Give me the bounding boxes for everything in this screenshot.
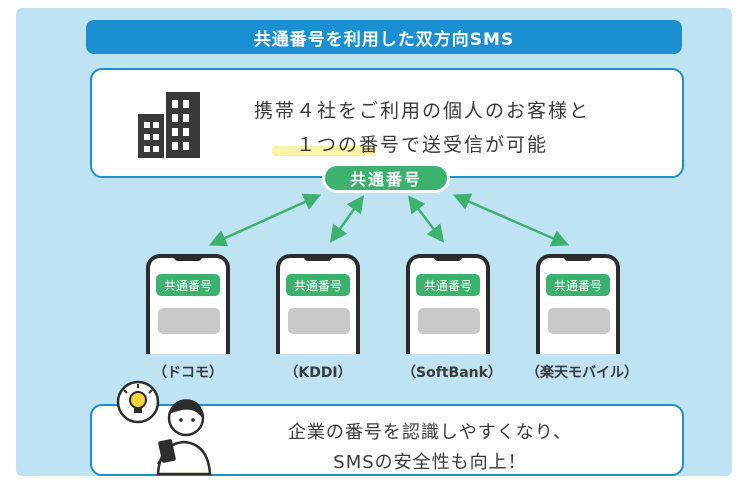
smartphone-icon: 共通番号 — [276, 254, 360, 354]
bidirectional-arrow-icon — [329, 195, 365, 243]
message-bubble — [418, 308, 480, 334]
message-bubble — [548, 308, 610, 334]
lightbulb-icon — [116, 380, 160, 424]
phone-number-tag: 共通番号 — [156, 274, 220, 296]
shared-number-hub: 共通番号 — [322, 163, 450, 193]
bidirectional-arrow-icon — [407, 195, 445, 243]
phone-number-tag: 共通番号 — [416, 274, 480, 296]
message-bubble — [158, 308, 220, 334]
phone-notch — [564, 254, 592, 261]
diagram-title: 共通番号を利用した双方向SMS — [86, 20, 682, 54]
smartphone-icon: 共通番号 — [406, 254, 490, 354]
building-icon — [138, 92, 200, 158]
phone-notch — [434, 254, 462, 261]
carrier-label: （SoftBank） — [402, 365, 502, 381]
headline-line-1: 携帯４社をご利用の個人のお客様と — [253, 100, 590, 122]
benefit-line-1: 企業の番号を認識しやすくなり、 — [287, 422, 573, 443]
carrier-label: （楽天モバイル） — [526, 365, 638, 381]
carrier-label: （ドコモ） — [153, 365, 223, 381]
smartphone-icon: 共通番号 — [146, 254, 230, 354]
headline-box — [90, 68, 684, 178]
message-bubble — [288, 308, 350, 334]
phone-notch — [304, 254, 332, 261]
smartphone-icon: 共通番号 — [536, 254, 620, 354]
phone-number-tag: 共通番号 — [546, 274, 610, 296]
phone-number-tag: 共通番号 — [286, 274, 350, 296]
text-highlight — [272, 146, 376, 156]
headline-line-2: １つの番号で送受信が可能 — [295, 134, 548, 156]
bidirectional-arrow-icon — [208, 193, 322, 247]
phone-notch — [174, 254, 202, 261]
carrier-label: （KDDI） — [284, 365, 352, 381]
benefit-line-2: SMSの安全性も向上！ — [333, 452, 527, 473]
person-with-phone-icon — [116, 380, 212, 476]
bidirectional-arrow-icon — [452, 193, 570, 247]
